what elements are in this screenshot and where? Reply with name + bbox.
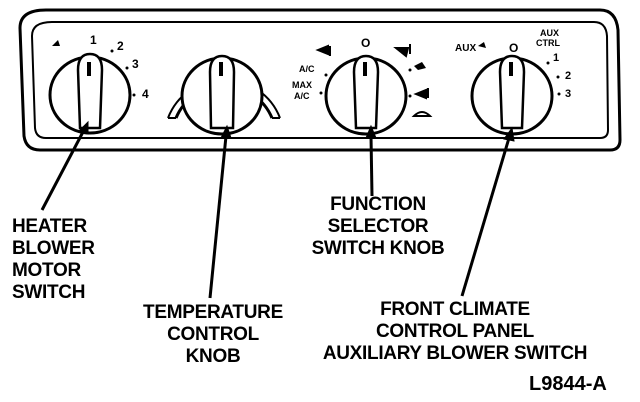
off-mark: O [361,36,370,50]
aux-speed-1: 1 [553,52,559,64]
callout-line: SWITCH [12,282,86,303]
callout-line: SWITCH KNOB [311,238,445,259]
function-selector-knob[interactable] [324,54,408,136]
callout-line: FRONT CLIMATE [380,299,530,320]
front-climate-callout: FRONT CLIMATE CONTROL PANEL AUXILIARY BL… [290,299,620,365]
knob-pointer-mark [87,62,91,76]
knob-pointer-mark [219,62,223,76]
floor-icon [408,62,426,72]
callout-line: AUXILIARY BLOWER SWITCH [322,343,588,364]
speed-mark-3: 3 [132,57,139,71]
defrost-icon [411,111,433,117]
heater-blower-knob[interactable] [48,52,132,135]
auxiliary-blower-knob[interactable] [470,54,554,136]
figure-id: L9844-A [529,373,607,395]
temperature-leader [208,124,232,299]
aux-label: AUX [455,43,476,54]
temperature-callout: TEMPERATURE CONTROL KNOB [128,302,298,368]
floor-defrost-icon [408,88,429,100]
fan-icon [478,42,486,48]
aux-off-mark: O [509,41,518,55]
vent-icon [315,44,331,56]
knob-pointer-mark [363,62,367,76]
speed-mark-2: 2 [117,39,124,53]
speed-mark-1: 1 [90,33,97,47]
ac-mark: A/C [299,64,315,74]
front-climate-leader [460,126,515,297]
callout-line: SELECTOR [327,216,429,237]
callout-line: HEATER [12,216,87,237]
aux-speed-2: 2 [565,70,571,82]
knob-pointer-mark [509,62,513,76]
callout-line: FUNCTION [330,194,426,215]
aux-speed-3: 3 [565,88,571,100]
callout-line: KNOB [185,346,241,367]
speed-mark-4: 4 [142,87,149,101]
callout-line: TEMPERATURE [143,302,283,323]
bilevel-icon [393,44,411,58]
temperature-control-knob[interactable] [180,54,264,136]
heater-blower-leader [40,120,89,211]
fan-icon [52,40,60,46]
leader-lines [40,120,515,299]
function-selector-leader [365,124,377,197]
heater-blower-callout: HEATER BLOWER MOTOR SWITCH [12,216,95,304]
heater-blower-dial-marks: 1 2 3 4 [52,33,149,101]
function-selector-callout: FUNCTION SELECTOR SWITCH KNOB [290,194,466,260]
callout-line: MOTOR [12,260,81,281]
callout-line: BLOWER [12,238,95,259]
control-panel-outline [18,8,622,152]
callout-line: CONTROL [167,324,259,345]
callout-line: CONTROL PANEL [376,321,534,342]
